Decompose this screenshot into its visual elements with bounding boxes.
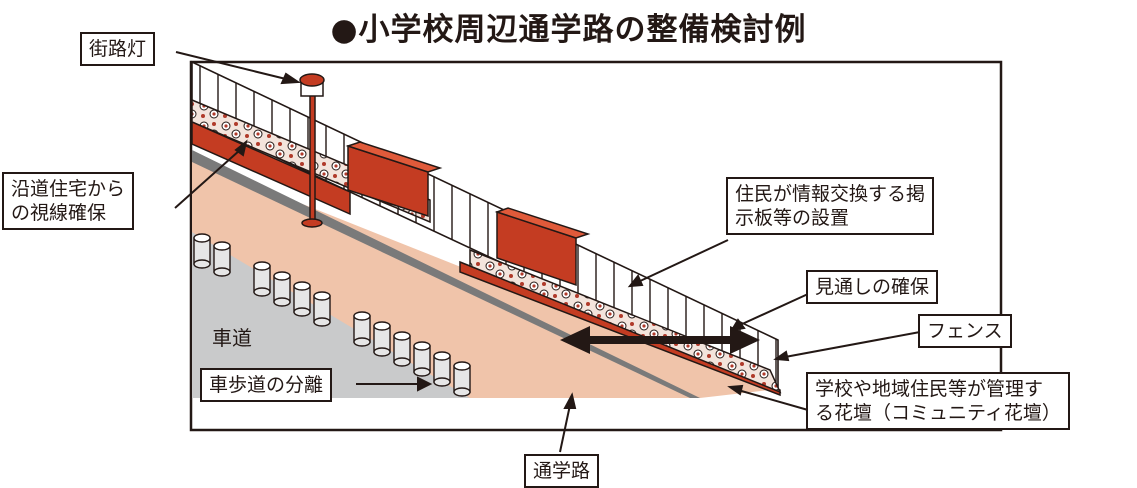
flowerbed-lower (469, 248, 782, 394)
street-light-label-text: 街路灯 (89, 38, 147, 60)
bollard (313, 291, 331, 327)
street-light-label: 街路灯 (80, 32, 156, 66)
visibility-label-line2: の視線確保 (11, 202, 107, 224)
roadway-label: 車道 (212, 326, 252, 350)
sightline-arrow (560, 326, 760, 354)
sightline-label: 見通しの確保 (806, 270, 939, 304)
bollard (273, 271, 291, 307)
bollard (413, 341, 431, 377)
bollard (373, 321, 391, 357)
page-title: ●小学校周辺通学路の整備検討例 (330, 12, 807, 48)
fence-label: フェンス (918, 314, 1012, 348)
flowerbed-label: 学校や地域住民等が管理す る花壇（コミュニティ花壇） (806, 372, 1070, 430)
scene-frame (189, 60, 1003, 432)
flowerbed-label-line2: る花壇（コミュニティ花壇） (815, 402, 1061, 424)
bollard (393, 331, 411, 367)
school-route-label-text: 通学路 (533, 460, 591, 482)
bollard (453, 361, 471, 397)
bulletin-board-1 (345, 141, 443, 218)
separation-label-text: 車歩道の分離 (209, 374, 324, 396)
bulletin-board-label: 住民が情報交換する掲 示板等の設置 (726, 177, 935, 235)
bollard (353, 311, 371, 347)
street-light (299, 73, 325, 228)
bulletin-label-line1: 住民が情報交換する掲 (735, 183, 926, 205)
visibility-label-line1: 沿道住宅から (11, 178, 126, 200)
bollard (433, 351, 451, 387)
bulletin-board-2 (494, 207, 591, 287)
bollard (193, 233, 211, 269)
school-route-label: 通学路 (524, 454, 600, 488)
sightline-label-text: 見通しの確保 (815, 276, 930, 298)
fence-label-text: フェンス (927, 320, 1003, 342)
bollard (253, 261, 271, 297)
flowerbed-label-line1: 学校や地域住民等が管理す (815, 378, 1044, 400)
bollard (213, 241, 231, 277)
bollard-row (193, 233, 471, 397)
leader-lines (174, 51, 921, 453)
separation-label: 車歩道の分離 (200, 368, 333, 402)
visibility-label: 沿道住宅から の視線確保 (2, 172, 135, 230)
bulletin-label-line2: 示板等の設置 (735, 207, 850, 229)
bollard (293, 281, 311, 317)
